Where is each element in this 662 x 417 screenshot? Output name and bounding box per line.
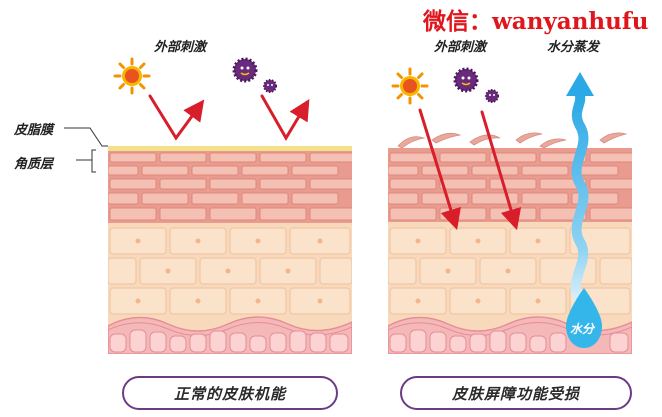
sebum-film-label: 皮脂膜 [14, 123, 54, 138]
damaged-barrier-caption: 皮肤屏障功能受损 [400, 376, 632, 410]
penetrating-stimulus-arrows [418, 108, 522, 231]
left-skin-block [108, 146, 352, 354]
left-external-stimulus-label: 外部刺激 [154, 40, 207, 55]
germ-icon [453, 67, 479, 93]
watermark: 微信：wanyanhufu [423, 8, 649, 35]
reflected-stimulus-arrows [148, 94, 310, 141]
sun-icon [391, 67, 429, 105]
germ-icon [263, 79, 277, 93]
stratum-corneum-label: 角质层 [14, 157, 54, 172]
water-drop-icon [566, 288, 602, 348]
right-external-stimulus-label: 外部刺激 [434, 40, 487, 55]
sebum-film-layer [108, 146, 352, 151]
normal-skin-caption: 正常的皮肤机能 [122, 376, 338, 410]
flaking-scales [397, 132, 628, 149]
stratum-bracket [91, 149, 96, 173]
sebum-leader-line [64, 127, 108, 147]
germ-icon [232, 57, 258, 83]
water-drop-label: 水分 [570, 322, 595, 336]
germ-icon [485, 89, 499, 103]
sun-icon [113, 57, 151, 95]
right-skin-block [388, 148, 632, 354]
water-evaporation-label: 水分蒸发 [547, 40, 600, 55]
water-evaporation-arrow [566, 72, 594, 305]
